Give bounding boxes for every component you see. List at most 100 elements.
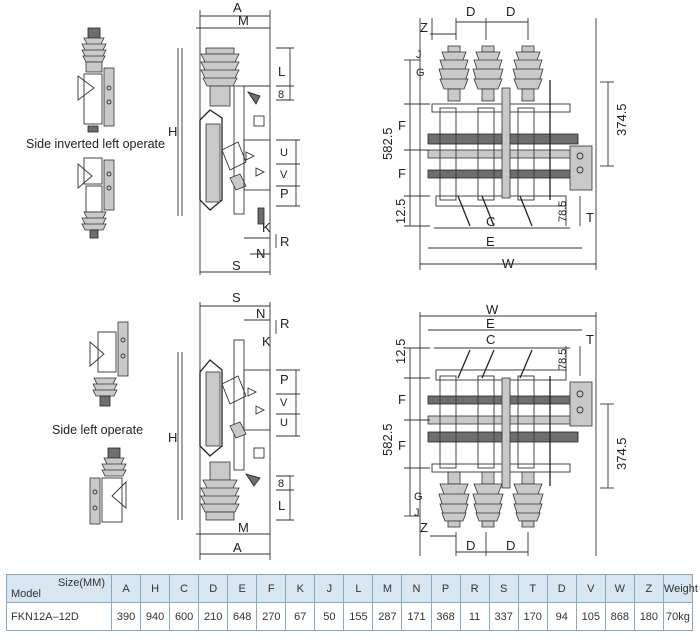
dim-D-top-2: D bbox=[506, 4, 515, 19]
dim-P-top: P bbox=[280, 186, 289, 201]
value-cell: 105 bbox=[575, 602, 606, 631]
model-cell: FKN12A–12D bbox=[6, 602, 112, 631]
dim-L-top: L bbox=[278, 64, 285, 79]
dim-N-top: N bbox=[256, 246, 265, 261]
front-view-bottom bbox=[404, 312, 614, 556]
table-header-row: Size(MM) Model A H C D E F K J L M N P R… bbox=[6, 574, 698, 603]
dim-M-top: M bbox=[238, 13, 249, 28]
col-header: T bbox=[517, 574, 548, 603]
dim-D-top-1: D bbox=[466, 4, 475, 19]
dim-V-bottom: V bbox=[280, 397, 288, 409]
value-cell: 940 bbox=[140, 602, 171, 631]
dim-8-bottom: 8 bbox=[278, 478, 284, 490]
value-cell: 390 bbox=[110, 602, 142, 631]
dim-G-bottom: G bbox=[414, 491, 423, 503]
model-label: Model bbox=[11, 588, 41, 600]
value-cell: 170 bbox=[517, 602, 548, 631]
dim-L-bottom: L bbox=[278, 498, 285, 513]
dim-V-top: V bbox=[280, 169, 288, 181]
col-header: L bbox=[343, 574, 374, 603]
caption-side-inverted-left-operate: Side inverted left operate bbox=[26, 137, 165, 151]
dim-W-bottom: W bbox=[486, 302, 499, 317]
dim-A-bottom: A bbox=[233, 540, 242, 555]
dim-J-top: J bbox=[416, 49, 422, 61]
col-header: J bbox=[314, 574, 345, 603]
dim-W-top: W bbox=[502, 256, 515, 271]
caption-side-left-operate: Side left operate bbox=[52, 423, 143, 437]
value-cell: 210 bbox=[198, 602, 229, 631]
dim-U-bottom: U bbox=[280, 417, 288, 429]
dim-F-top-1: F bbox=[398, 118, 406, 133]
dim-N-bottom: N bbox=[256, 306, 265, 321]
value-cell: 70kg bbox=[662, 602, 694, 631]
col-header: V bbox=[575, 574, 606, 603]
col-header: D bbox=[546, 574, 577, 603]
dim-D-bottom-2: D bbox=[506, 538, 515, 553]
side-view-top bbox=[177, 10, 300, 275]
dim-Z-top: Z bbox=[420, 20, 428, 35]
col-header: D bbox=[198, 574, 229, 603]
col-header: P bbox=[430, 574, 461, 603]
value-cell: 600 bbox=[169, 602, 200, 631]
value-cell: 155 bbox=[343, 602, 374, 631]
value-cell: 368 bbox=[430, 602, 461, 631]
dim-12-5-top: 12.5 bbox=[393, 199, 408, 224]
dim-582-5-bottom: 582.5 bbox=[380, 423, 395, 456]
dim-C-bottom: C bbox=[486, 332, 495, 347]
dim-Z-bottom: Z bbox=[420, 520, 428, 535]
value-cell: 50 bbox=[314, 602, 345, 631]
col-header: A bbox=[110, 574, 142, 603]
col-header: M bbox=[372, 574, 403, 603]
dim-12-5-bottom: 12.5 bbox=[393, 339, 408, 364]
dim-T-bottom: T bbox=[586, 332, 594, 347]
col-header: Z bbox=[633, 574, 664, 603]
col-header: K bbox=[285, 574, 316, 603]
thumbnail-bottom-upper bbox=[89, 321, 129, 407]
value-cell: 11 bbox=[459, 602, 490, 631]
dim-P-bottom: P bbox=[280, 372, 289, 387]
value-cell: 171 bbox=[401, 602, 432, 631]
value-cell: 67 bbox=[285, 602, 316, 631]
table-row: FKN12A–12D 390 940 600 210 648 270 67 50… bbox=[6, 602, 694, 631]
col-header: N bbox=[401, 574, 432, 603]
dim-D-bottom-1: D bbox=[466, 538, 475, 553]
dim-F-top-2: F bbox=[398, 166, 406, 181]
dim-374-5-top: 374.5 bbox=[614, 103, 629, 136]
dim-J-bottom: J bbox=[414, 507, 420, 519]
dim-A-top: A bbox=[233, 0, 242, 15]
dim-H-top: H bbox=[168, 124, 177, 139]
col-header: Weight bbox=[662, 574, 698, 603]
dim-S-top: S bbox=[232, 258, 241, 273]
value-cell: 868 bbox=[604, 602, 635, 631]
front-view-top bbox=[404, 18, 614, 270]
dim-U-top: U bbox=[280, 147, 288, 159]
col-header: H bbox=[140, 574, 171, 603]
dim-K-top: K bbox=[262, 220, 271, 235]
value-cell: 337 bbox=[488, 602, 519, 631]
value-cell: 94 bbox=[546, 602, 577, 631]
value-cell: 287 bbox=[372, 602, 403, 631]
dim-582-5-top: 582.5 bbox=[380, 127, 395, 160]
col-header: W bbox=[604, 574, 635, 603]
side-view-bottom bbox=[177, 302, 300, 560]
dim-374-5-bottom: 374.5 bbox=[614, 437, 629, 470]
thumbnail-top-upper bbox=[77, 27, 115, 133]
dim-R-top: R bbox=[280, 234, 289, 249]
col-header: C bbox=[169, 574, 200, 603]
col-header: S bbox=[488, 574, 519, 603]
dim-8-top: 8 bbox=[278, 89, 284, 101]
dim-F-bottom-2: F bbox=[398, 438, 406, 453]
value-cell: 270 bbox=[256, 602, 287, 631]
col-header: E bbox=[227, 574, 258, 603]
thumbnail-bottom-lower bbox=[89, 447, 127, 525]
dimension-table: Size(MM) Model A H C D E F K J L M N P R… bbox=[6, 574, 698, 631]
value-cell: 648 bbox=[227, 602, 258, 631]
dim-E-top: E bbox=[486, 234, 495, 249]
thumbnail-top-lower bbox=[77, 157, 115, 239]
value-cell: 180 bbox=[633, 602, 664, 631]
col-header: F bbox=[256, 574, 287, 603]
dim-S-bottom: S bbox=[232, 290, 241, 305]
dim-78-5-top: 78.5 bbox=[557, 201, 569, 222]
dim-C-top: C bbox=[486, 214, 495, 229]
dim-T-top: T bbox=[586, 210, 594, 225]
